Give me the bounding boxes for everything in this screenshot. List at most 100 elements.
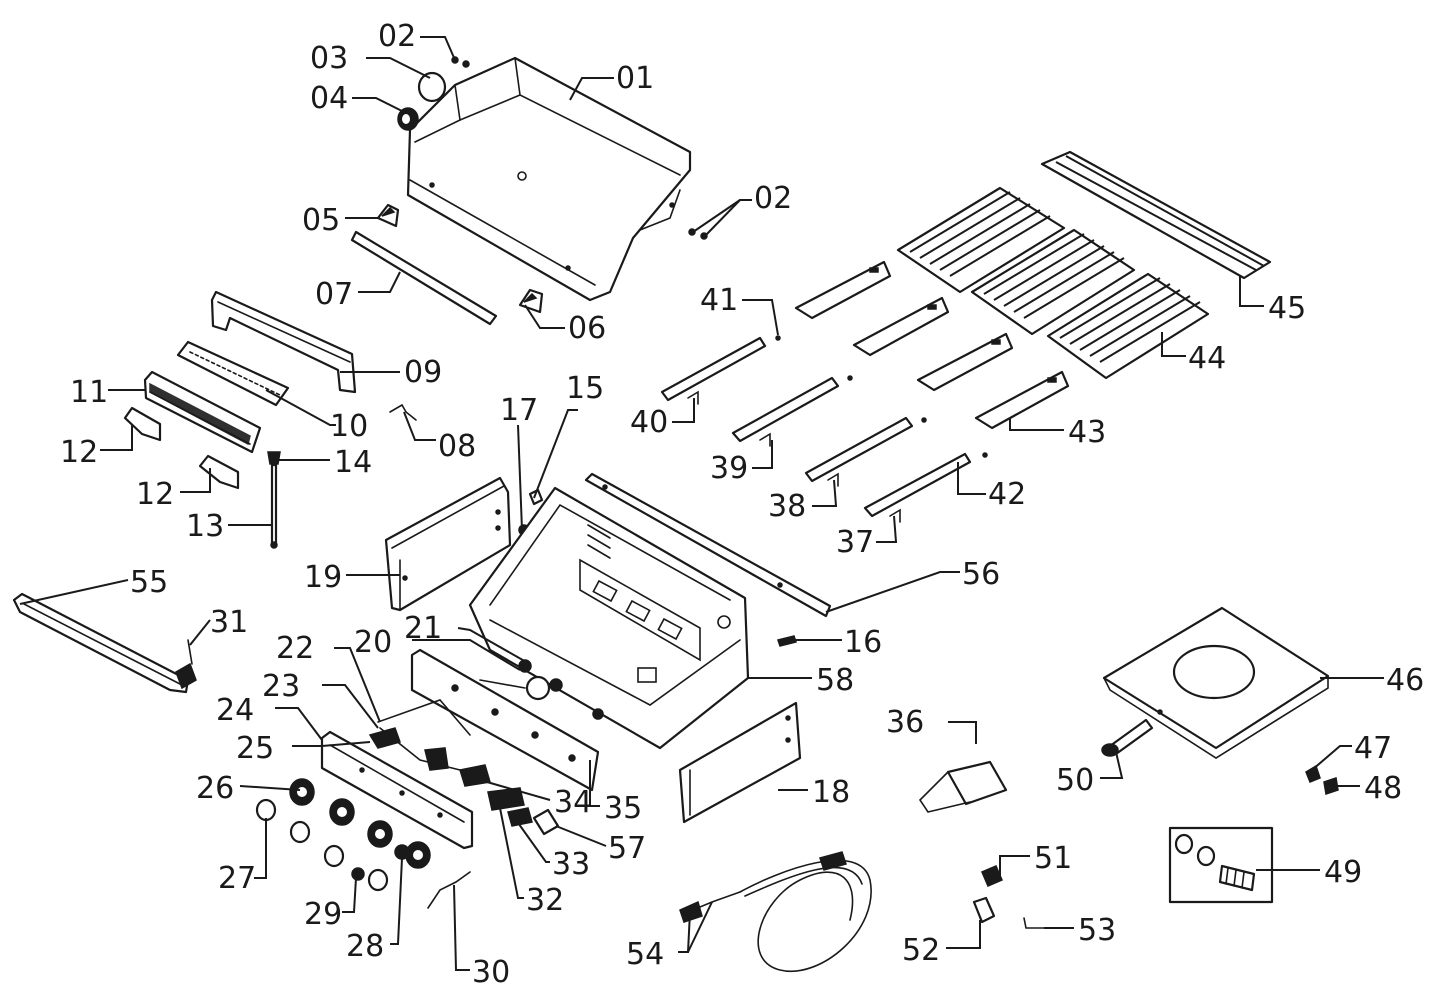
callout-56: 56	[962, 557, 1000, 592]
callout-09: 09	[404, 355, 442, 390]
callout-12: 12	[60, 435, 98, 470]
callout-33: 33	[552, 847, 590, 882]
callout-46: 46	[1386, 663, 1424, 698]
part-insulation-jacket-46	[1102, 606, 1330, 759]
part-bracket-52	[972, 896, 996, 924]
part-side-panel-19	[384, 476, 512, 612]
callout-39: 39	[710, 451, 748, 486]
part-knobs-26	[289, 778, 431, 869]
part-manifold-tubes-22-25	[368, 699, 491, 787]
leader-lines	[19, 36, 1384, 971]
part-heat-tents-43	[794, 260, 1070, 430]
callout-22: 22	[276, 631, 314, 666]
callout-31: 31	[210, 605, 248, 640]
part-back-panel-09	[210, 290, 357, 394]
part-igniter-51	[981, 865, 1003, 887]
callout-25: 25	[236, 731, 274, 766]
part-wire-53	[1023, 917, 1045, 929]
callout-04: 04	[310, 81, 348, 116]
part-gas-hose-54	[679, 851, 872, 973]
callout-40: 40	[630, 405, 668, 440]
callout-23: 23	[262, 669, 300, 704]
part-hood-lid	[406, 56, 692, 302]
part-manifold-plate-35	[410, 648, 600, 792]
part-side-panel-18	[678, 701, 802, 824]
callout-01: 01	[616, 61, 654, 96]
callout-26: 26	[196, 771, 234, 806]
callout-10: 10	[330, 409, 368, 444]
callout-45: 45	[1268, 291, 1306, 326]
callout-36: 36	[886, 705, 924, 740]
callout-57: 57	[608, 831, 646, 866]
part-grease-cup-36	[918, 760, 1008, 813]
callout-06: 06	[568, 311, 606, 346]
callout-48: 48	[1364, 771, 1402, 806]
callout-34: 34	[554, 785, 592, 820]
callout-30: 30	[472, 955, 510, 990]
callout-11: 11	[70, 375, 108, 410]
callout-12: 12	[136, 477, 174, 512]
part-wire-30	[427, 871, 471, 909]
part-badge-04	[397, 107, 419, 131]
callout-28: 28	[346, 929, 384, 964]
part-bracket-12a	[123, 406, 162, 442]
part-rear-burner-11	[143, 370, 262, 454]
part-bracket-05	[376, 203, 400, 228]
part-cooking-grates-44	[896, 186, 1210, 380]
part-screw-16	[777, 635, 797, 647]
callout-49: 49	[1324, 855, 1362, 890]
part-clips-47-48	[1305, 764, 1339, 795]
part-bezels-27	[255, 798, 410, 892]
part-clip-08	[389, 403, 417, 421]
callout-16: 16	[844, 625, 882, 660]
part-light-31	[175, 639, 197, 690]
part-warming-rack-45	[1040, 150, 1272, 280]
part-bracket-06	[518, 288, 544, 314]
part-hardware-kit-49	[1168, 826, 1274, 904]
callout-13: 13	[186, 509, 224, 544]
callout-02: 02	[378, 19, 416, 54]
callout-43: 43	[1068, 415, 1106, 450]
callout-54: 54	[626, 937, 664, 972]
callout-21: 21	[404, 611, 442, 646]
part-burner-tray-10	[176, 340, 290, 407]
part-valves-32-34	[487, 708, 604, 827]
callout-47: 47	[1354, 731, 1392, 766]
part-burners-37-40	[660, 335, 988, 523]
callout-35: 35	[604, 791, 642, 826]
part-control-panel-24	[320, 730, 474, 850]
callout-14: 14	[334, 445, 372, 480]
callout-38: 38	[768, 489, 806, 524]
callout-08: 08	[438, 429, 476, 464]
callout-17: 17	[500, 393, 538, 428]
callout-55: 55	[130, 565, 168, 600]
part-bracket-12b	[198, 454, 240, 490]
callout-15: 15	[566, 371, 604, 406]
part-electrode-14	[267, 451, 281, 465]
callout-02: 02	[754, 181, 792, 216]
callout-44: 44	[1188, 341, 1226, 376]
callout-05: 05	[302, 203, 340, 238]
callout-58: 58	[816, 663, 854, 698]
parts-drawing	[12, 56, 1339, 973]
part-rail-56	[584, 472, 832, 618]
callout-53: 53	[1078, 913, 1116, 948]
callout-07: 07	[315, 277, 353, 312]
callout-27: 27	[218, 861, 256, 896]
callout-37: 37	[836, 525, 874, 560]
callout-labels: 01 02 02 03 04 05 06 07 08 09 10 11 12 1…	[60, 19, 1424, 990]
callout-03: 03	[310, 41, 348, 76]
part-ring-03	[417, 71, 447, 103]
callout-24: 24	[216, 693, 254, 728]
callout-19: 19	[304, 560, 342, 595]
callout-20: 20	[354, 625, 392, 660]
callout-32: 32	[526, 883, 564, 918]
callout-18: 18	[812, 775, 850, 810]
callout-51: 51	[1034, 841, 1072, 876]
callout-50: 50	[1056, 763, 1094, 798]
callout-52: 52	[902, 933, 940, 968]
part-bolt-50	[1101, 718, 1154, 757]
part-igniter-rod-13	[270, 463, 278, 549]
callout-29: 29	[304, 897, 342, 932]
